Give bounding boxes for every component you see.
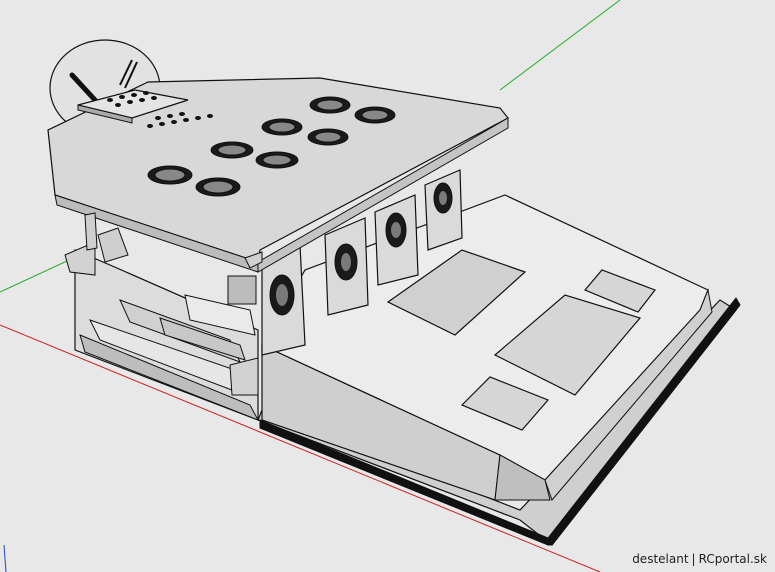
watermark: destelant|RCportal.sk bbox=[632, 552, 767, 566]
panel-window-small bbox=[460, 376, 550, 431]
watermark-author: destelant bbox=[632, 552, 689, 566]
axis-red bbox=[0, 324, 601, 572]
top-plate bbox=[47, 77, 509, 273]
panel-window-large bbox=[493, 294, 642, 396]
control-box bbox=[261, 194, 713, 501]
axis-green-right bbox=[499, 0, 621, 91]
watermark-site: RCportal.sk bbox=[698, 552, 767, 566]
watermark-separator: | bbox=[691, 552, 696, 566]
axis-blue bbox=[3, 544, 7, 572]
panel-window-top bbox=[584, 269, 656, 313]
switch-holes bbox=[147, 96, 396, 197]
divider-panels bbox=[261, 169, 463, 356]
lower-frame bbox=[64, 241, 260, 421]
support-legs bbox=[84, 212, 263, 269]
display-window bbox=[386, 249, 527, 336]
